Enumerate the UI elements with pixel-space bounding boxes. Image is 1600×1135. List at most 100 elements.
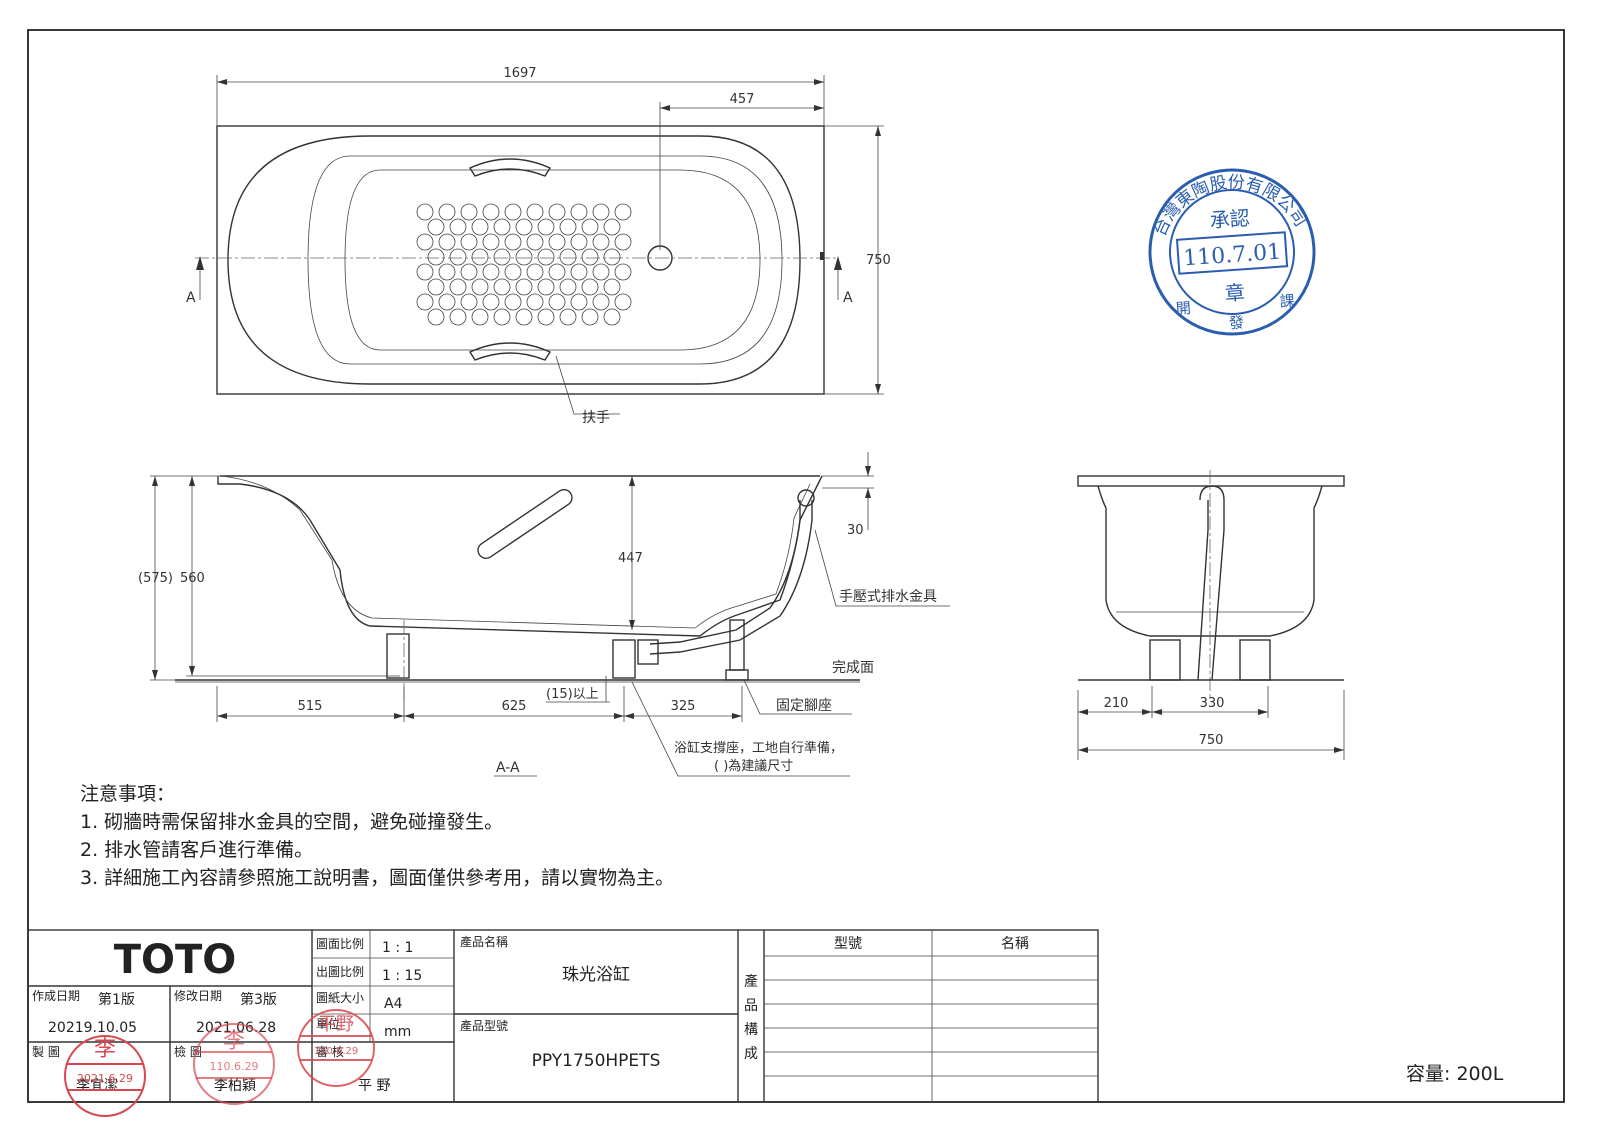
stamp-dept-left: 開 bbox=[1175, 299, 1191, 318]
non-slip-dot bbox=[460, 263, 478, 281]
non-slip-dot bbox=[614, 203, 632, 221]
checked-stamp-name: 李 bbox=[223, 1029, 245, 1054]
approved-stamp: 平野 110.6.29 bbox=[297, 1009, 375, 1087]
non-slip-dot bbox=[504, 263, 522, 281]
created-label: 作成日期 bbox=[32, 989, 80, 1003]
non-slip-dot bbox=[515, 308, 533, 326]
non-slip-dot bbox=[427, 308, 445, 326]
drain-pipe bbox=[649, 500, 813, 655]
non-slip-dot bbox=[537, 218, 555, 236]
non-slip-dot bbox=[581, 248, 599, 266]
non-slip-dot bbox=[482, 263, 500, 281]
non-slip-dot bbox=[559, 308, 577, 326]
paper-size: A4 bbox=[384, 996, 403, 1012]
non-slip-dot bbox=[427, 248, 445, 266]
non-slip-dot bbox=[570, 233, 588, 251]
non-slip-dot bbox=[416, 293, 434, 311]
note-item-2: 2. 排水管請客戶進行準備。 bbox=[80, 839, 314, 861]
fixed-foot bbox=[729, 619, 745, 671]
non-slip-dot bbox=[526, 233, 544, 251]
non-slip-dot bbox=[592, 203, 610, 221]
non-slip-dot bbox=[570, 203, 588, 221]
note-item-3: 3. 詳細施工內容請參照施工說明書，圖面僅供參考用，請以實物為主。 bbox=[80, 867, 675, 889]
non-slip-dot bbox=[471, 218, 489, 236]
non-slip-dot bbox=[603, 218, 621, 236]
non-slip-dot bbox=[570, 263, 588, 281]
composition-label-1: 產 bbox=[744, 973, 758, 990]
section-handle bbox=[477, 489, 573, 559]
non-slip-dot bbox=[581, 278, 599, 296]
sheet-border bbox=[27, 29, 1565, 1103]
non-slip-dot bbox=[471, 308, 489, 326]
composition-label-2: 品 bbox=[744, 998, 758, 1014]
dim-width: 750 bbox=[866, 253, 891, 268]
dim-end-750: 750 bbox=[1199, 733, 1224, 748]
non-slip-dot bbox=[416, 203, 434, 221]
dim-rim-30: 30 bbox=[847, 523, 864, 538]
non-slip-dot bbox=[548, 263, 566, 281]
dim-leg-625: 625 bbox=[502, 699, 527, 714]
stamp-dept-mid: 發 bbox=[1228, 313, 1244, 332]
non-slip-dot bbox=[416, 263, 434, 281]
non-slip-dot bbox=[559, 218, 577, 236]
tub-profile-inner bbox=[221, 475, 811, 629]
composition-label-3: 構 bbox=[744, 1022, 758, 1038]
non-slip-dot bbox=[592, 233, 610, 251]
non-slip-dot bbox=[548, 293, 566, 311]
non-slip-dot bbox=[515, 218, 533, 236]
checked-stamp: 李 110.6.29 bbox=[193, 1023, 275, 1105]
fixed-foot-label: 固定腳座 bbox=[776, 698, 832, 714]
non-slip-dot bbox=[449, 308, 467, 326]
dim-end-210: 210 bbox=[1104, 696, 1129, 711]
dim-leg-325: 325 bbox=[671, 699, 696, 714]
end-leg-left bbox=[1149, 639, 1181, 681]
capacity: 容量: 200L bbox=[1406, 1063, 1504, 1085]
approved-stamp-date: 110.6.29 bbox=[314, 1046, 359, 1057]
non-slip-dot bbox=[471, 248, 489, 266]
non-slip-dot bbox=[537, 308, 555, 326]
dim-depth-447: 447 bbox=[618, 551, 643, 566]
drawn-stamp-name: 李 bbox=[94, 1037, 116, 1062]
finish-floor-label: 完成面 bbox=[832, 660, 874, 676]
non-slip-dot bbox=[581, 308, 599, 326]
support-note-2: ( )為建議尺寸 bbox=[714, 758, 793, 774]
non-slip-dot bbox=[559, 278, 577, 296]
non-slip-dot bbox=[504, 293, 522, 311]
non-slip-dot bbox=[504, 203, 522, 221]
paper-size-label: 圖紙大小 bbox=[316, 990, 364, 1005]
non-slip-dot bbox=[427, 278, 445, 296]
dim-depth-560: 560 bbox=[180, 571, 205, 586]
print-scale-label: 出圖比例 bbox=[316, 965, 364, 979]
non-slip-dot bbox=[438, 233, 456, 251]
approved-name: 平 野 bbox=[358, 1078, 390, 1094]
non-slip-dot bbox=[548, 203, 566, 221]
drain-fitting-label: 手壓式排水金具 bbox=[839, 589, 937, 605]
stamp-approve: 承認 bbox=[1209, 206, 1251, 233]
stamp-seal: 章 bbox=[1224, 280, 1246, 305]
plan-floor bbox=[344, 169, 761, 351]
dim-total-length: 1697 bbox=[503, 66, 536, 81]
non-slip-dot bbox=[537, 248, 555, 266]
checked-stamp-date: 110.6.29 bbox=[210, 1060, 259, 1073]
non-slip-dot bbox=[537, 278, 555, 296]
non-slip-dot bbox=[449, 218, 467, 236]
non-slip-dot bbox=[504, 233, 522, 251]
plan-basin bbox=[307, 155, 783, 365]
unit: mm bbox=[384, 1024, 411, 1040]
product-model: PPY1750HPETS bbox=[532, 1051, 661, 1071]
non-slip-dot bbox=[416, 233, 434, 251]
drawn-label: 製 圖 bbox=[32, 1045, 60, 1059]
handle-bottom bbox=[468, 342, 552, 361]
non-slip-dot bbox=[449, 248, 467, 266]
non-slip-dot bbox=[570, 293, 588, 311]
product-model-label: 產品型號 bbox=[460, 1018, 508, 1033]
plan-rim bbox=[227, 135, 801, 385]
plan-view: A A 1697 457 750 扶手 bbox=[186, 66, 891, 426]
modified-date: 2021.06.28 bbox=[196, 1020, 276, 1036]
stamp-dept-right: 課 bbox=[1279, 292, 1295, 311]
non-slip-dot bbox=[592, 263, 610, 281]
approved-label: 審 核 bbox=[316, 1044, 344, 1059]
product-name: 珠光浴缸 bbox=[562, 964, 630, 985]
drawing-scale-label: 圖面比例 bbox=[316, 937, 364, 951]
non-slip-dot bbox=[614, 293, 632, 311]
